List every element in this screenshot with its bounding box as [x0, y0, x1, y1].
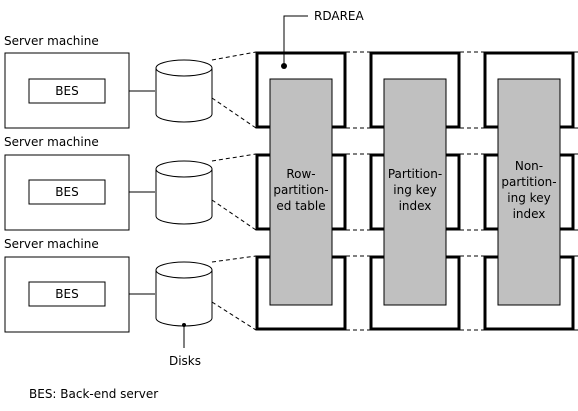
column-fill [269, 78, 333, 306]
disk-3 [155, 261, 213, 348]
column-fill [497, 78, 561, 306]
disk-body [155, 169, 213, 225]
server-machine-label: Server machine [4, 34, 99, 48]
disk-top [155, 160, 213, 178]
disk-body [155, 68, 213, 123]
server-machine-3: Server machine BES [4, 237, 155, 333]
column-label-line: ing key [393, 183, 436, 197]
column-label-line: index [513, 207, 546, 221]
disk-top [155, 59, 213, 77]
bes-box [28, 78, 106, 104]
bes-box [28, 281, 106, 307]
dashed-connector [211, 199, 257, 231]
bes-box [28, 179, 106, 205]
column-label-line: Non- [515, 159, 543, 173]
dashed-connector [211, 255, 257, 263]
column-non-partitioning-key-index: Non- partition- ing key index [483, 51, 575, 331]
column-label-line: partition- [273, 183, 328, 197]
column-label-line: partition- [501, 175, 556, 189]
dashed-connector [211, 153, 257, 162]
disk-rdarea-connectors [211, 51, 257, 331]
column-fill [383, 78, 447, 306]
dashed-connector [211, 301, 257, 331]
server-machine-2: Server machine BES [4, 135, 155, 231]
rdarea-callout: RDAREA [281, 9, 364, 69]
dashed-connector [211, 97, 257, 129]
dashed-connector [211, 51, 257, 61]
disk-1 [155, 59, 213, 123]
column-label-line: Partition- [388, 167, 442, 181]
column-partitioning-key-index: Partition- ing key index [369, 51, 461, 331]
column-label-line: Row- [286, 167, 315, 181]
legend-text: BES: Back-end server [29, 387, 158, 401]
column-label-line: ing key [507, 191, 550, 205]
bes-label: BES [55, 84, 78, 98]
column-label-line: ed table [276, 199, 325, 213]
disk-top [155, 261, 213, 279]
bes-label: BES [55, 185, 78, 199]
server-machine-label: Server machine [4, 135, 99, 149]
rdarea-label: RDAREA [314, 9, 364, 23]
server-machine-label: Server machine [4, 237, 99, 251]
rdarea-leader-line [283, 15, 308, 66]
disk-2 [155, 160, 213, 225]
rdarea-row-connectors [346, 51, 578, 331]
column-row-partitioned-table: Row- partition- ed table [255, 51, 347, 331]
rdarea-leader-dot [281, 63, 287, 69]
server-machine-1: Server machine BES [4, 34, 155, 129]
bes-label: BES [55, 287, 78, 301]
disks-label: Disks [169, 354, 201, 368]
column-label-line: index [399, 199, 432, 213]
